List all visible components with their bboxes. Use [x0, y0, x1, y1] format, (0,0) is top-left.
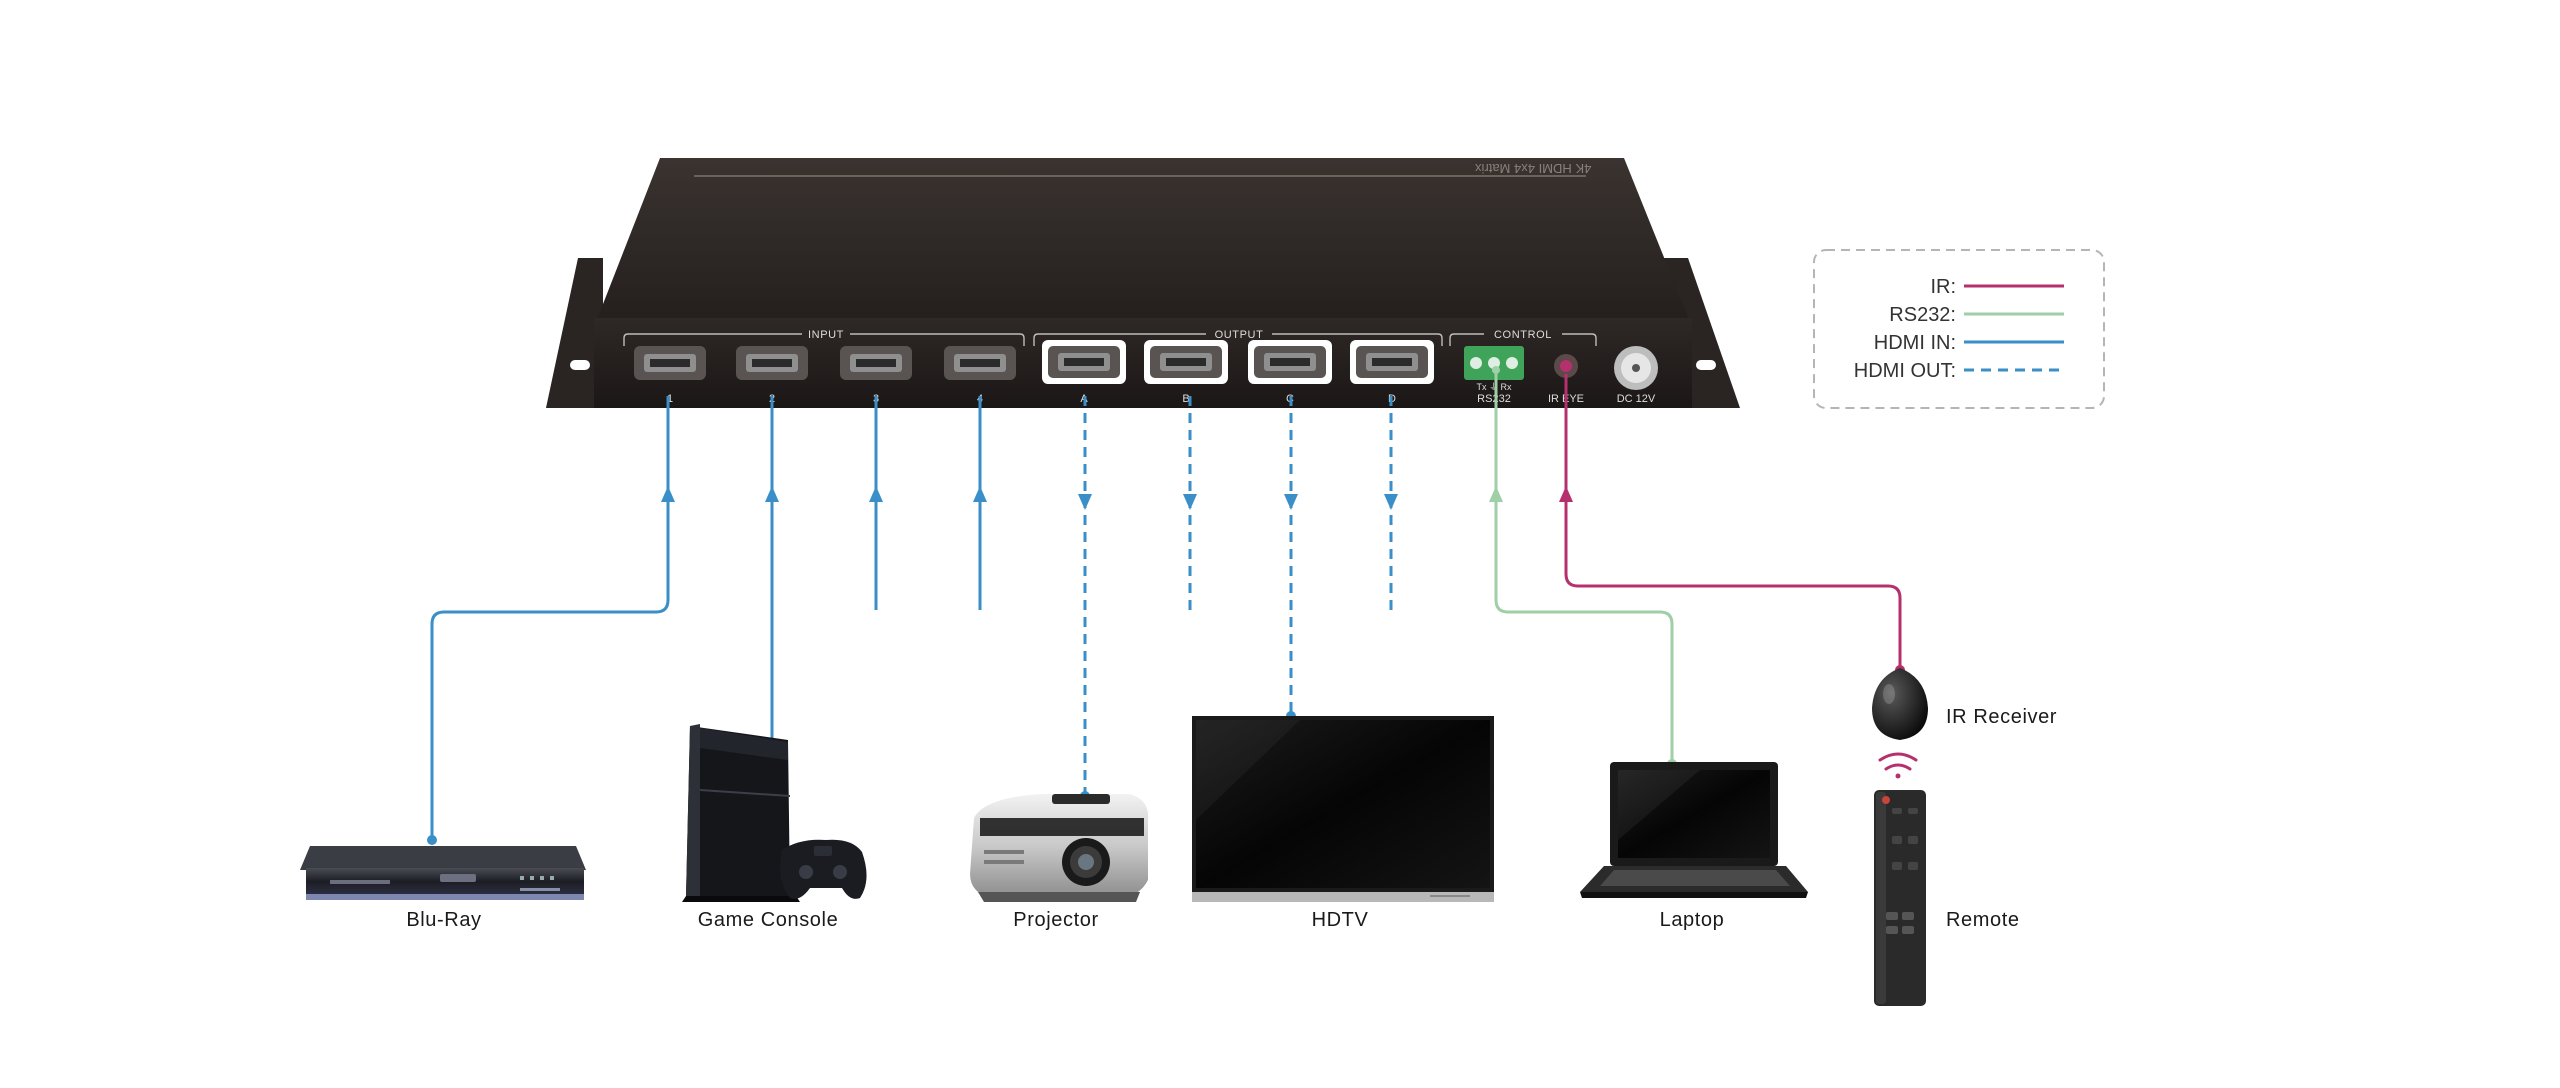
rs232-port-label: RS232 [1477, 393, 1511, 405]
hdmi-in-arrow-3 [869, 486, 883, 502]
output-group-label: OUTPUT [1215, 329, 1264, 341]
hdmi-output-port-d [1350, 340, 1434, 384]
input-group-bracket [623, 333, 1025, 346]
input-port-label-1: 1 [667, 393, 673, 405]
input-group-label: INPUT [808, 329, 844, 341]
hdmi-input-port-2 [736, 346, 808, 380]
hdmi-in-arrow-1 [661, 486, 675, 502]
hdmi-output-port-b [1144, 340, 1228, 384]
rs232-line-laptop [1494, 370, 1674, 764]
hdmi-out-arrow-a [1078, 494, 1092, 510]
game-console-label: Game Console [698, 909, 839, 931]
ir-receiver [1872, 668, 1928, 740]
rs232-arrow [1489, 486, 1503, 502]
mounting-ear-slot-right [1696, 360, 1716, 370]
remote-control [1874, 790, 1926, 1006]
hdmi-out-arrow-c [1284, 494, 1298, 510]
ir-eye-port [1554, 354, 1578, 378]
hdmi-out-arrow-b [1183, 494, 1197, 510]
control-group-bracket [1449, 333, 1597, 346]
rs232-pin-labels: Tx ⏚ Rx [1477, 382, 1512, 392]
hdtv-label: HDTV [1312, 909, 1369, 931]
ir-arrow [1559, 486, 1573, 502]
connection-lines [427, 366, 1905, 845]
hdmi-out-arrow-d [1384, 494, 1398, 510]
dc-power-jack [1614, 346, 1658, 390]
projector-label: Projector [1013, 909, 1098, 931]
hdmi-input-port-3 [840, 346, 912, 380]
hdmi-in-dot-bluray [427, 835, 437, 845]
control-group-label: CONTROL [1494, 329, 1552, 341]
hdmi-input-port-1 [634, 346, 706, 380]
mounting-ear-right [1664, 258, 1740, 408]
ir-signal-icon [1878, 752, 1918, 779]
hdmi-output-port-c [1248, 340, 1332, 384]
legend-label-hdmi-in: HDMI IN: [1874, 332, 1956, 354]
laptop-label: Laptop [1660, 909, 1725, 931]
projector [970, 794, 1149, 902]
hdtv [1192, 716, 1494, 902]
matrix-top-surface [596, 158, 1690, 322]
hdmi-output-port-a [1042, 340, 1126, 384]
rs232-dot-laptop [1492, 366, 1500, 374]
mounting-ear-slot-left [570, 360, 590, 370]
ir-receiver-label: IR Receiver [1946, 706, 2057, 728]
hdmi-input-port-4 [944, 346, 1016, 380]
hdmi-in-arrow-2 [765, 486, 779, 502]
rs232-terminal-block [1464, 346, 1524, 380]
bluray-player [300, 846, 586, 900]
remote-label: Remote [1946, 909, 2020, 931]
legend-label-hdmi-out: HDMI OUT: [1854, 360, 1956, 382]
ir-line-receiver [1564, 374, 1902, 670]
legend-label-rs232: RS232: [1889, 304, 1956, 326]
output-group-bracket [1033, 333, 1443, 346]
hdmi-in-line-bluray [430, 396, 670, 840]
game-console [682, 724, 867, 902]
legend-box [1813, 249, 2105, 409]
output-port-label-b: B [1182, 393, 1189, 405]
legend: IR: RS232: HDMI IN: HDMI OUT: [1813, 249, 2105, 409]
dc-power-label: DC 12V [1617, 393, 1656, 405]
hdmi-in-arrow-4 [973, 486, 987, 502]
legend-label-ir: IR: [1930, 276, 1956, 298]
bluray-label: Blu-Ray [406, 909, 481, 931]
matrix-top-label: 4K HDMI 4x4 Matrix [1475, 161, 1592, 176]
hdmi-matrix-device: 4K HDMI 4x4 Matrix INPUT OUTPUT CONTROL [546, 158, 1740, 408]
laptop [1580, 762, 1808, 898]
mounting-ear-left [546, 258, 603, 408]
